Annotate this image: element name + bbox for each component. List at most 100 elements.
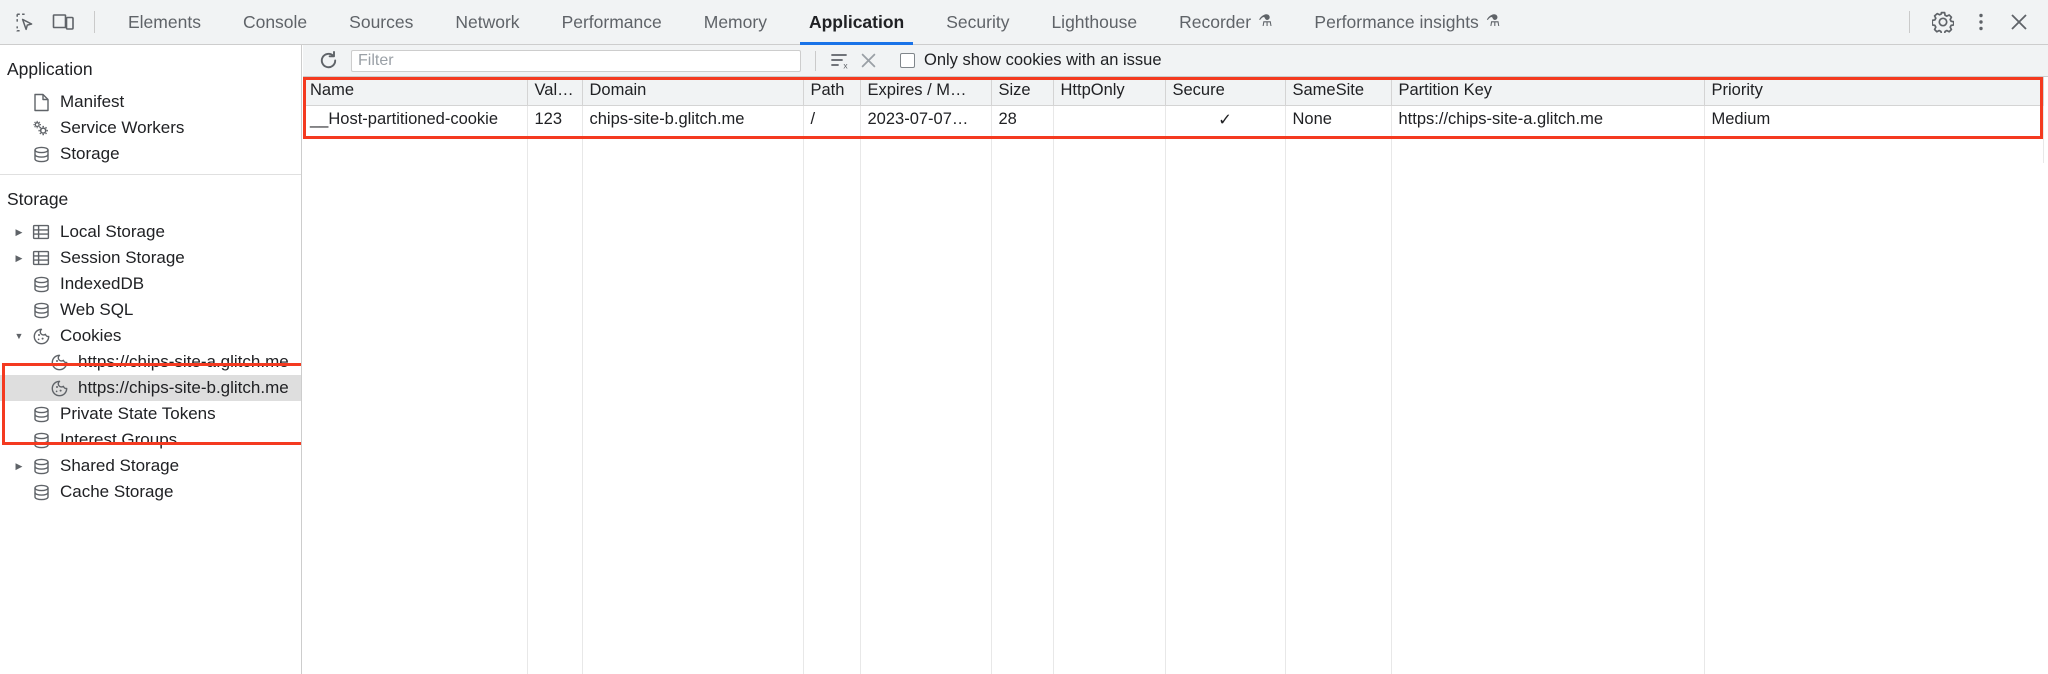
gear-icon[interactable]: [1924, 4, 1962, 40]
sidebar-item-shared-storage[interactable]: ▶ Shared Storage: [0, 453, 301, 479]
device-toolbar-icon[interactable]: [44, 4, 82, 40]
sidebar-item-manifest[interactable]: Manifest: [0, 89, 301, 115]
column-header-domain[interactable]: Domain: [582, 77, 804, 106]
tab-network[interactable]: Network: [434, 0, 540, 45]
sidebar-item-cookies[interactable]: ▼ Cookies: [0, 323, 301, 349]
sidebar-item-cookies-chips-site-b[interactable]: https://chips-site-b.glitch.me: [0, 375, 301, 401]
clear-filter-icon[interactable]: x: [826, 49, 854, 73]
tab-memory[interactable]: Memory: [683, 0, 788, 45]
database-icon: [28, 275, 54, 294]
tab-label: Security: [946, 11, 1010, 32]
cell-path[interactable]: /: [803, 105, 861, 134]
sidebar-section-title-application: Application: [7, 59, 93, 79]
cookie-icon: [46, 353, 72, 372]
close-icon[interactable]: [2000, 4, 2038, 40]
cell-expires[interactable]: 2023-07-07…: [860, 105, 992, 134]
sidebar-item-label: Session Storage: [60, 248, 185, 267]
cell-domain[interactable]: chips-site-b.glitch.me: [582, 105, 804, 134]
sidebar-item-session-storage[interactable]: ▶ Session Storage: [0, 245, 301, 271]
sidebar-item-label: Manifest: [60, 92, 125, 111]
tab-application[interactable]: Application: [788, 0, 925, 45]
refresh-icon[interactable]: [313, 48, 343, 74]
tab-label: Lighthouse: [1051, 11, 1138, 32]
sidebar-item-label: Private State Tokens: [60, 404, 216, 423]
column-header-secure[interactable]: Secure: [1165, 77, 1286, 106]
column-header-expires[interactable]: Expires / M…: [860, 77, 992, 106]
clear-all-cookies-icon[interactable]: [854, 49, 882, 73]
column-header-name[interactable]: Name: [303, 77, 528, 106]
tab-console[interactable]: Console: [222, 0, 328, 45]
column-separators: [303, 77, 2043, 674]
tab-performance[interactable]: Performance: [541, 0, 683, 45]
sidebar-item-label: Web SQL: [60, 300, 134, 319]
sidebar-item-storage[interactable]: Storage: [0, 141, 301, 167]
sidebar-item-label: IndexedDB: [60, 274, 145, 293]
manifest-file-icon: [28, 93, 54, 112]
sidebar-item-label: Service Workers: [60, 118, 185, 137]
column-header-value[interactable]: Value: [527, 77, 583, 106]
service-workers-gears-icon: [28, 119, 54, 138]
tab-label: Application: [808, 11, 905, 32]
sidebar-item-interest-groups[interactable]: Interest Groups: [0, 427, 301, 453]
checkbox-label: Only show cookies with an issue: [924, 51, 1162, 69]
cell-partition-key[interactable]: https://chips-site-a.glitch.me: [1391, 105, 1705, 134]
cell-samesite[interactable]: None: [1285, 105, 1392, 134]
cell-value[interactable]: 123: [527, 105, 583, 134]
tab-elements[interactable]: Elements: [107, 0, 222, 45]
checkbox-box[interactable]: [900, 53, 915, 68]
sidebar-item-cache-storage[interactable]: Cache Storage: [0, 479, 301, 505]
toolbar-divider: [1909, 11, 1910, 33]
chevron-right-icon[interactable]: ▶: [15, 460, 23, 471]
search-input[interactable]: [351, 49, 801, 72]
column-header-priority[interactable]: Priority: [1704, 77, 2044, 106]
chevron-down-icon[interactable]: ▼: [14, 331, 24, 341]
sidebar-item-label: Cache Storage: [60, 482, 174, 501]
database-icon: [28, 301, 54, 320]
sidebar-item-cookies-chips-site-a[interactable]: https://chips-site-a.glitch.me: [0, 349, 301, 375]
database-icon: [28, 431, 54, 450]
cell-httponly[interactable]: [1053, 105, 1166, 134]
column-header-httponly[interactable]: HttpOnly: [1053, 77, 1166, 106]
sidebar-item-indexeddb[interactable]: IndexedDB: [0, 271, 301, 297]
table-empty-row: [303, 134, 2044, 163]
column-header-partition-key[interactable]: Partition Key: [1391, 77, 1705, 106]
column-header-samesite[interactable]: SameSite: [1285, 77, 1392, 106]
only-show-cookies-with-issue-checkbox[interactable]: Only show cookies with an issue: [900, 51, 1162, 70]
tab-performance-insights[interactable]: Performance insights ⚗: [1293, 0, 1521, 45]
experiment-flask-icon: ⚗: [1258, 13, 1273, 30]
cell-secure[interactable]: ✓: [1165, 105, 1286, 134]
chevron-right-icon[interactable]: ▶: [15, 226, 23, 237]
tab-security[interactable]: Security: [925, 0, 1030, 45]
cell-name[interactable]: __Host-partitioned-cookie: [303, 105, 528, 134]
column-header-size[interactable]: Size: [991, 77, 1054, 106]
inspect-element-icon[interactable]: [6, 4, 44, 40]
tab-label: Performance: [561, 11, 662, 32]
tab-label: Elements: [128, 11, 201, 32]
tab-sources[interactable]: Sources: [328, 0, 434, 45]
cell-priority[interactable]: Medium: [1704, 105, 2044, 134]
toolbar-divider: [94, 11, 95, 33]
table-row[interactable]: __Host-partitioned-cookie 123 chips-site…: [303, 105, 2044, 134]
sidebar-item-private-state-tokens[interactable]: Private State Tokens: [0, 401, 301, 427]
tab-recorder[interactable]: Recorder ⚗: [1158, 0, 1293, 45]
chevron-right-icon[interactable]: ▶: [15, 252, 23, 263]
database-icon: [28, 457, 54, 476]
cell-size[interactable]: 28: [991, 105, 1054, 134]
filter-divider: [815, 50, 816, 71]
tab-lighthouse[interactable]: Lighthouse: [1030, 0, 1158, 45]
sidebar-section-storage: Storage ▶ Local Storage ▶: [0, 175, 301, 505]
tab-label: Network: [455, 11, 520, 32]
sidebar-item-service-workers[interactable]: Service Workers: [0, 115, 301, 141]
sidebar-section-application: Application Manifest: [0, 45, 301, 167]
column-header-path[interactable]: Path: [803, 77, 861, 106]
sidebar-item-web-sql[interactable]: Web SQL: [0, 297, 301, 323]
experiment-flask-icon: ⚗: [1485, 13, 1501, 30]
sidebar-item-local-storage[interactable]: ▶ Local Storage: [0, 219, 301, 245]
cookie-icon: [28, 327, 54, 346]
table-icon: [28, 249, 54, 267]
database-icon: [28, 405, 54, 424]
tab-label: Sources: [349, 11, 414, 32]
sidebar-item-label: Interest Groups: [60, 430, 178, 449]
kebab-menu-icon[interactable]: [1962, 4, 2000, 40]
cookies-table-container: Name Value Domain Path Expires / M… Size…: [303, 77, 2048, 674]
